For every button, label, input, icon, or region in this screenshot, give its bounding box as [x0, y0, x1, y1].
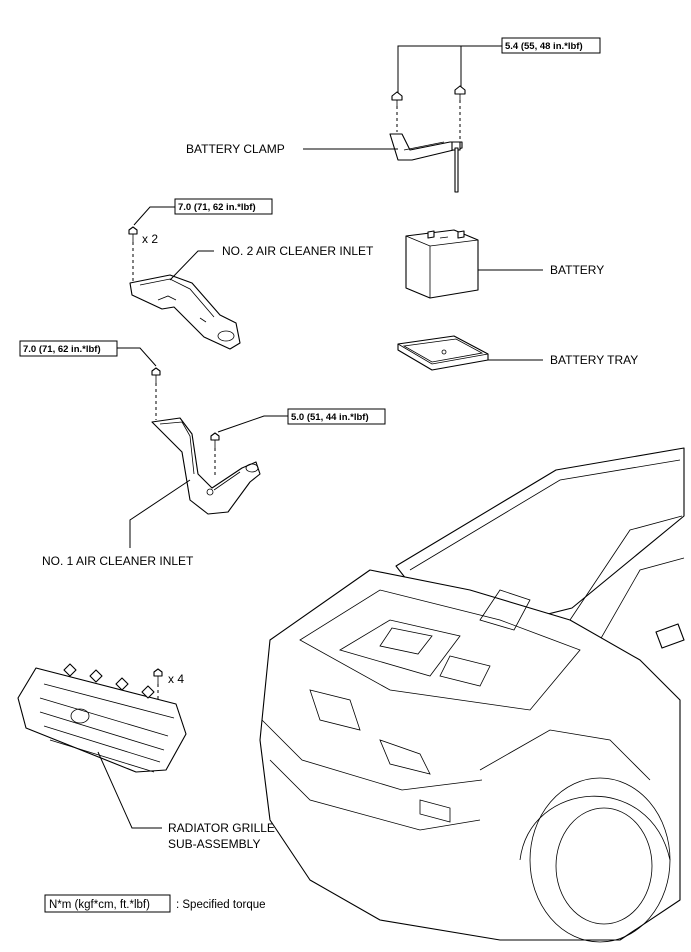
- leader-no2-inlet: [169, 250, 214, 281]
- battery-part: [405, 229, 479, 299]
- qty-no2-inlet-bolts: x 2: [142, 232, 158, 246]
- no1-air-cleaner-inlet-group: 7.0 (71, 62 in.*lbf) 5.0 (51, 44 in.*lbf…: [19, 340, 386, 568]
- legend: N*m (kgf*cm, ft.*lbf) : Specified torque: [44, 894, 266, 913]
- torque-leader-no1-upper: [117, 347, 157, 367]
- radiator-grille-group: x 4 RADIATOR GRILLE SUB-ASSEMBLY: [17, 663, 275, 851]
- battery-tray-part: [397, 335, 489, 371]
- label-radiator-grille-line2: SUB-ASSEMBLY: [168, 837, 260, 851]
- torque-no1-inlet-upper: 7.0 (71, 62 in.*lbf): [23, 344, 101, 355]
- torque-leader-battery-clamp: [397, 45, 502, 95]
- leader-no1-inlet: [129, 479, 191, 548]
- label-battery-clamp: BATTERY CLAMP: [186, 142, 285, 156]
- torque-no1-inlet-lower: 5.0 (51, 44 in.*lbf): [291, 412, 369, 423]
- no1-air-cleaner-inlet-part: [151, 417, 261, 515]
- legend-description: : Specified torque: [176, 899, 266, 911]
- clamp-bolt-left-icon: [391, 91, 403, 106]
- vehicle-body: [259, 569, 681, 941]
- leader-radiator-grille: [97, 751, 162, 829]
- label-no1-air-cleaner-inlet: NO. 1 AIR CLEANER INLET: [42, 554, 194, 568]
- label-radiator-grille-line1: RADIATOR GRILLE: [168, 821, 275, 835]
- label-no2-air-cleaner-inlet: NO. 2 AIR CLEANER INLET: [222, 244, 374, 258]
- no2-air-cleaner-inlet-part: [129, 274, 241, 350]
- label-battery-tray: BATTERY TRAY: [550, 353, 638, 367]
- radiator-grille-part: [17, 663, 187, 773]
- vehicle-illustration: [259, 447, 685, 943]
- legend-unit-box: [44, 894, 171, 913]
- qty-grille-clips: x 4: [168, 672, 184, 686]
- battery-tray-group: BATTERY TRAY: [397, 335, 638, 371]
- no1-inlet-bolt-upper-icon: [151, 367, 161, 383]
- battery-group: BATTERY: [405, 229, 604, 299]
- label-battery: BATTERY: [550, 263, 604, 277]
- torque-no2-inlet: 7.0 (71, 62 in.*lbf): [178, 202, 256, 213]
- battery-clamp-part: [389, 133, 463, 193]
- no2-air-cleaner-inlet-group: 7.0 (71, 62 in.*lbf) x 2 NO. 2 AIR CLEAN…: [128, 198, 374, 350]
- clamp-bolt-right-icon: [454, 85, 466, 100]
- torque-leader-no2-inlet: [133, 206, 175, 226]
- no2-inlet-bolt-icon: [128, 226, 138, 242]
- grille-clip-icon: [153, 668, 163, 684]
- torque-leader-no1-lower: [217, 415, 288, 433]
- legend-unit-text: N*m (kgf*cm, ft.*lbf): [49, 899, 150, 911]
- torque-battery-clamp: 5.4 (55, 48 in.*lbf): [505, 41, 583, 52]
- no1-inlet-bolt-lower-icon: [210, 432, 220, 448]
- battery-clamp-group: 5.4 (55, 48 in.*lbf) BATTERY CLAMP: [186, 37, 601, 193]
